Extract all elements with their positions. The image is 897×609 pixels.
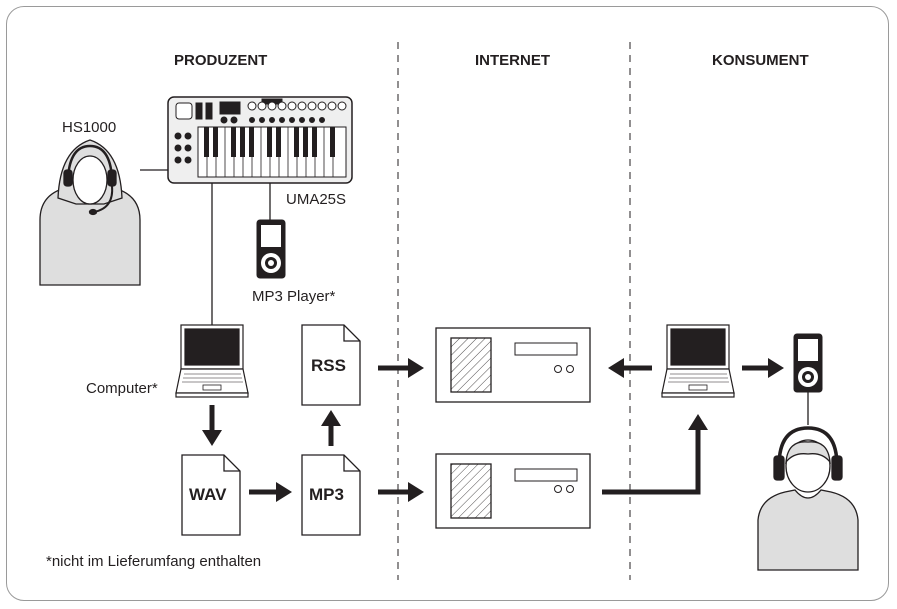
mp3-file-label: MP3 — [309, 485, 344, 504]
rss-document-icon — [301, 324, 361, 406]
consumer-person-icon — [757, 426, 859, 571]
arrow-mp3-to-server — [378, 482, 424, 502]
arrow-wav-to-mp3 — [249, 482, 292, 502]
arrow-computer-to-wav — [202, 405, 222, 446]
arrow-rss-to-server — [378, 358, 424, 378]
consumer-mp3-player-icon — [793, 333, 823, 393]
arrow-laptop-to-rss-server — [608, 358, 652, 378]
diagram-frame — [6, 6, 889, 601]
mp3-document-icon — [301, 454, 361, 536]
computer-laptop-icon — [175, 324, 249, 398]
rss-server-icon — [435, 327, 591, 403]
consumer-laptop-icon — [661, 324, 735, 398]
section-consumer-heading: KONSUMENT — [712, 52, 809, 69]
connection-lines — [140, 169, 809, 425]
mp3-server-icon — [435, 453, 591, 529]
headset-label: HS1000 — [62, 119, 117, 136]
arrow-mp3-to-rss — [321, 410, 341, 446]
section-producer-heading: PRODUZENT — [174, 52, 268, 69]
arrow-server-to-consumer-laptop — [602, 414, 708, 495]
mp3-player-icon — [256, 219, 286, 279]
computer-label: Computer* — [86, 380, 158, 397]
interface-label: UMA25S — [286, 191, 347, 208]
mp3-player-label: MP3 Player* — [252, 288, 336, 305]
section-internet-heading: INTERNET — [475, 52, 550, 69]
wav-file-label: WAV — [189, 485, 227, 504]
rss-file-label: RSS — [311, 356, 346, 375]
wav-document-icon — [181, 454, 241, 536]
arrow-laptop-to-mp3-player — [742, 358, 784, 378]
producer-person-icon — [39, 139, 141, 286]
footnote: *nicht im Lieferumfang enthalten — [46, 553, 262, 570]
flow-arrows — [202, 358, 784, 502]
uma25s-keyboard-icon — [167, 96, 353, 184]
